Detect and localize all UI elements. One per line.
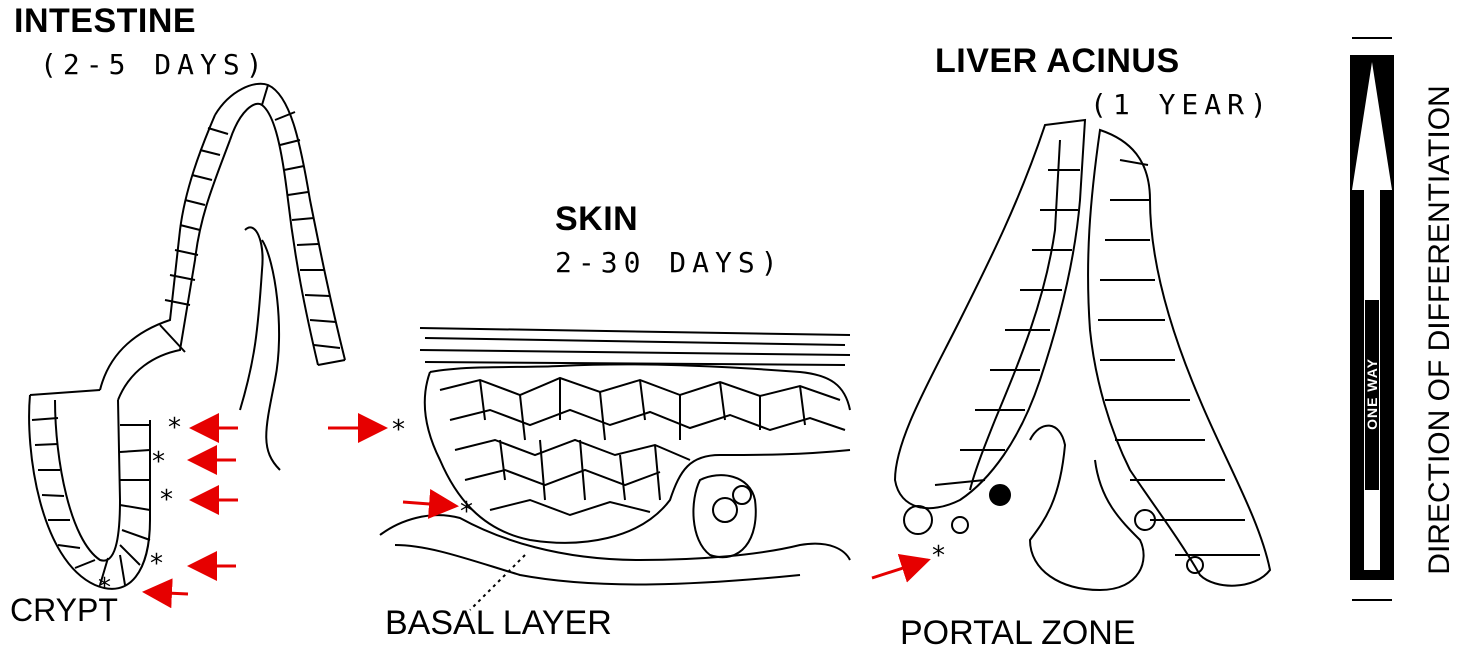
svg-text:*: * — [150, 549, 163, 579]
skin-turnover-label: 2-30 DAYS) — [555, 246, 784, 279]
liver-stem-cell-arrow — [872, 560, 928, 578]
crypt-label: CRYPT — [10, 592, 118, 629]
portal-zone-label: PORTAL ZONE — [900, 614, 1136, 653]
svg-text:*: * — [160, 485, 173, 515]
direction-of-differentiation-label: DIRECTION OF DIFFERENTIATION — [1423, 85, 1457, 574]
svg-text:*: * — [168, 413, 181, 443]
intestine-title: INTESTINE — [14, 2, 196, 41]
basal-layer-label: BASAL LAYER — [385, 604, 612, 643]
intestine-villus-drawing: * * * * * — [29, 84, 345, 603]
skin-title: SKIN — [555, 200, 638, 239]
svg-text:*: * — [932, 541, 945, 571]
liver-turnover-label: (1 YEAR) — [1090, 88, 1273, 121]
svg-text:*: * — [392, 415, 405, 445]
svg-text:*: * — [152, 447, 165, 477]
liver-acinus-drawing: * — [895, 120, 1270, 590]
intestine-turnover-label: (2-5 DAYS) — [40, 48, 269, 81]
liver-acinus-title: LIVER ACINUS — [935, 42, 1180, 81]
one-way-sign — [1350, 38, 1394, 600]
one-way-label: ONE WAY — [1364, 358, 1380, 430]
svg-text:*: * — [460, 497, 473, 527]
skin-epidermis-drawing: * * — [380, 328, 850, 610]
